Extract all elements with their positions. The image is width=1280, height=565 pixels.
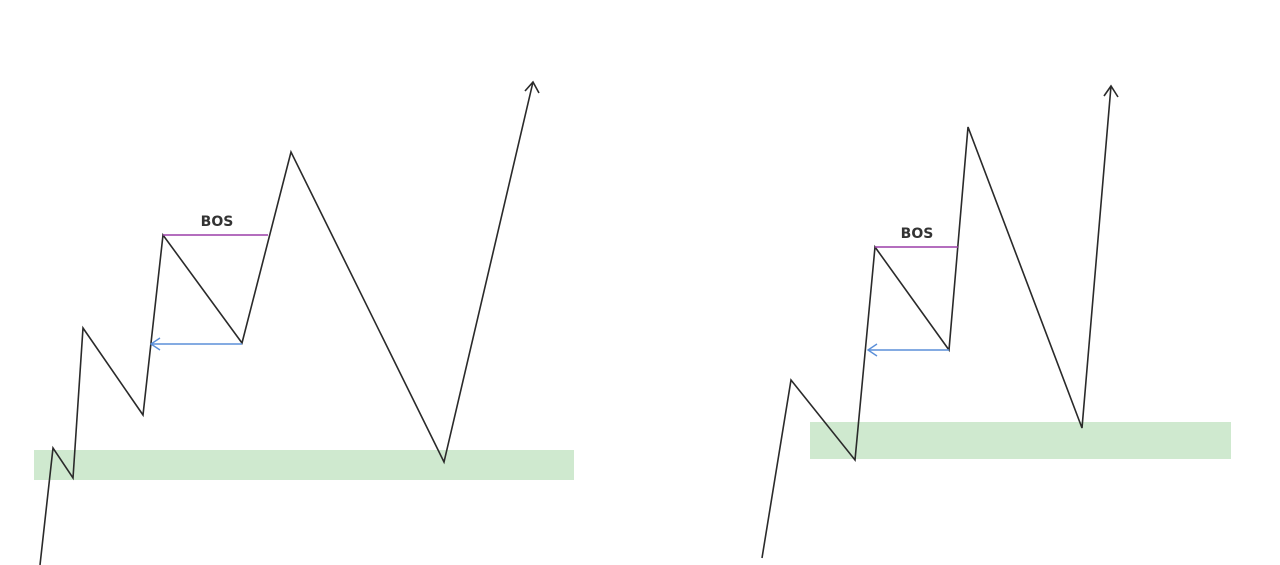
bos-label: BOS: [201, 214, 234, 230]
demand-zone: [34, 450, 574, 480]
panel-right: BOS: [761, 84, 1231, 559]
price-path: [39, 81, 534, 565]
retrace-arrow-head: [149, 337, 161, 351]
demand-zone: [810, 422, 1231, 459]
retrace-arrow-head: [866, 343, 878, 357]
price-path: [761, 85, 1112, 559]
panel-left: BOS: [34, 80, 574, 565]
up-arrow-head: [1103, 84, 1119, 98]
up-arrow-head: [524, 80, 540, 94]
bos-label: BOS: [901, 226, 934, 242]
